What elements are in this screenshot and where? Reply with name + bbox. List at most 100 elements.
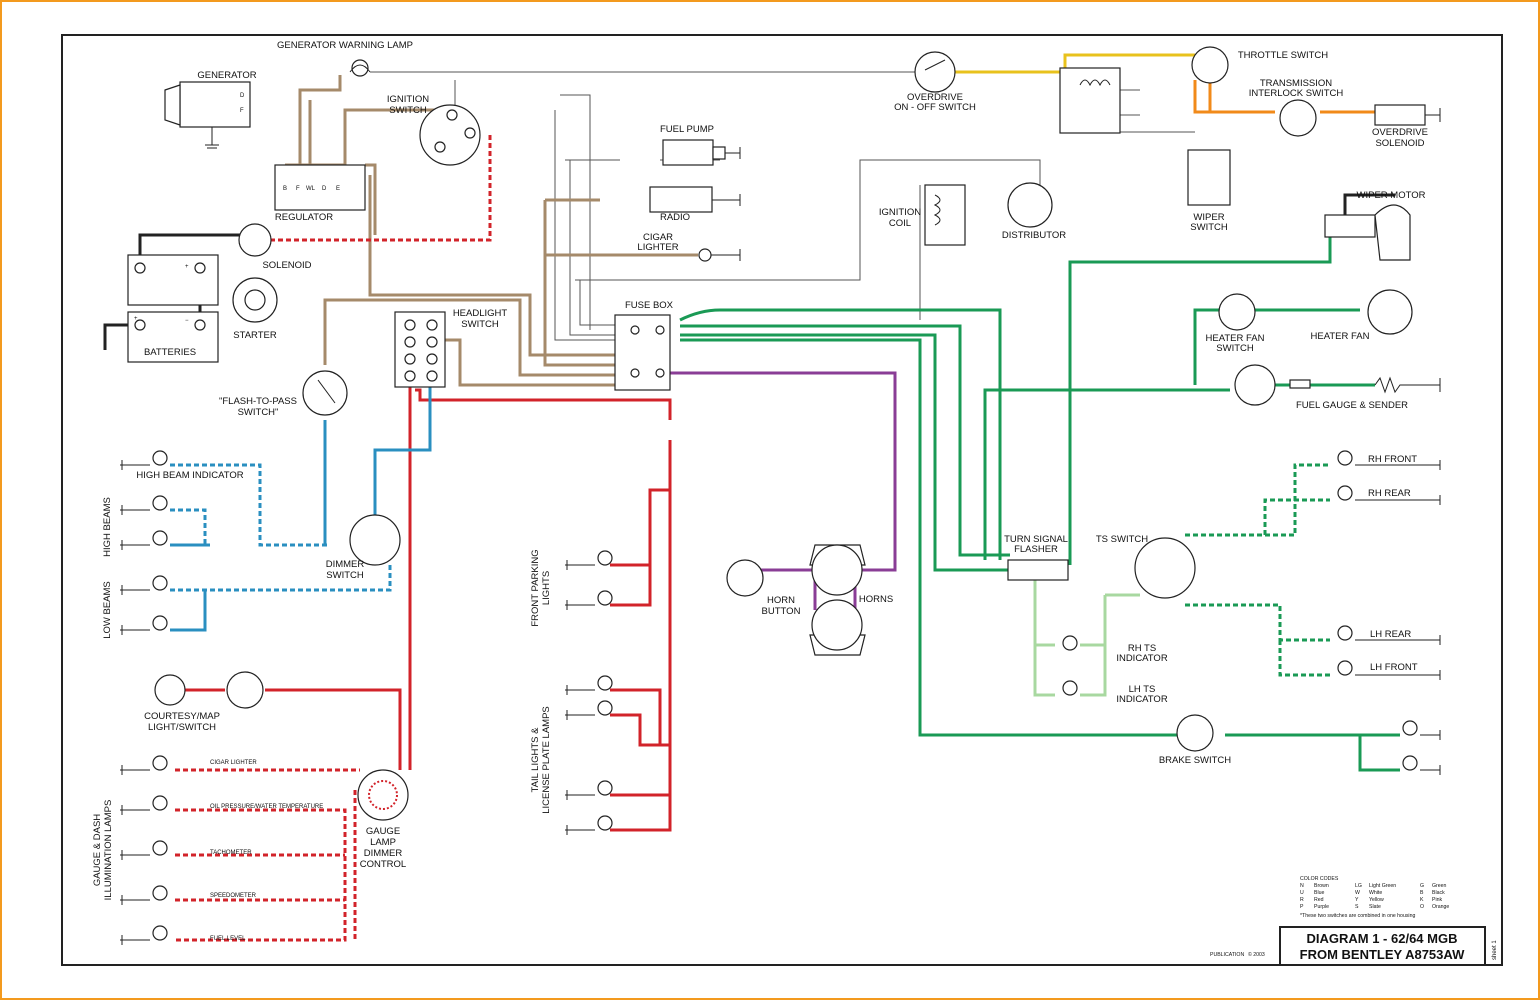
label-gauge-dash-2: ILLUMINATION LAMPS: [103, 800, 114, 901]
color-code-cell: LG: [1355, 883, 1362, 889]
lamp-front-parking-1: [565, 550, 613, 570]
label-wiper-motor: WIPER MOTOR: [1357, 190, 1426, 201]
fuel-gauge: [1234, 364, 1441, 406]
svg-text:B: B: [283, 186, 287, 192]
gauge-lamp-dimmer: [357, 769, 409, 821]
wiper-switch: [1187, 149, 1231, 206]
label-heater-fan: HEATER FAN: [1311, 331, 1370, 342]
svg-text:E: E: [336, 186, 340, 192]
color-code-cell: Pink: [1432, 897, 1442, 903]
lamp-rh-ts-indicator: [1062, 635, 1078, 651]
svg-text:−: −: [185, 318, 189, 324]
color-code-cell: White: [1369, 890, 1382, 896]
ignition-coil: [924, 184, 966, 246]
lamp-tail-3: [565, 780, 613, 800]
brake-switch: [1176, 714, 1214, 752]
blue-wires: [170, 380, 432, 632]
wiper-motor: [1324, 204, 1411, 261]
label-ignition-switch-1: IGNITION: [387, 94, 429, 105]
diagram-title-line2: FROM BENTLEY A8753AW: [1300, 947, 1465, 962]
label-overdrive-switch-1: OVERDRIVE: [907, 92, 963, 103]
label-dimmer-switch-1: DIMMER: [326, 559, 365, 570]
label-tachometer-lamp: TACHOMETER: [210, 850, 252, 856]
sheet-label: sheet 1: [1492, 940, 1498, 960]
label-brake-switch: BRAKE SWITCH: [1159, 755, 1231, 766]
color-code-cell: W: [1355, 890, 1360, 896]
lamp-tail-1: [565, 675, 613, 695]
label-headlight-switch-1: HEADLIGHT: [453, 308, 508, 319]
lamp-rh-front: [1337, 450, 1441, 470]
label-rh-rear: RH REAR: [1368, 488, 1411, 499]
brown-wires: [283, 75, 615, 387]
lamp-lh-ts-indicator: [1062, 680, 1078, 696]
label-fuse-box: FUSE BOX: [625, 300, 674, 311]
color-code-cell: R: [1300, 897, 1304, 903]
color-code-cell: Red: [1314, 897, 1324, 903]
color-code-cell: Purple: [1314, 904, 1329, 910]
label-overdrive-solenoid-2: SOLENOID: [1375, 138, 1424, 149]
label-gauge-lamp-4: CONTROL: [360, 859, 406, 870]
yellow-orange-wires: [955, 53, 1375, 114]
label-rh-ts-indicator-2: INDICATOR: [1116, 653, 1168, 664]
label-gauge-lamp-2: LAMP: [370, 837, 396, 848]
throttle-switch: [1191, 46, 1229, 84]
distributor: [1007, 182, 1053, 228]
color-code-cell: Yellow: [1369, 897, 1384, 903]
label-ignition-coil-2: COIL: [889, 218, 911, 229]
svg-text:WL: WL: [306, 186, 316, 192]
copyright-label: © 2003: [1248, 951, 1265, 958]
label-courtesy-1: COURTESY/MAP: [144, 711, 220, 722]
svg-text:F: F: [240, 108, 244, 114]
label-front-parking-1: FRONT PARKING: [530, 549, 541, 626]
label-heater-fan-switch-2: SWITCH: [1216, 343, 1254, 354]
lamp-lh-rear: [1337, 625, 1441, 645]
svg-text:+: +: [185, 264, 189, 270]
lamps: [120, 450, 1441, 945]
lamp-low-beam-1: [120, 575, 168, 595]
lamp-high-beam-1: [120, 495, 168, 515]
dimmer-switch: [349, 514, 401, 566]
label-tail-lights-2: LICENSE PLATE LAMPS: [541, 706, 552, 814]
label-overdrive-solenoid-1: OVERDRIVE: [1372, 127, 1428, 138]
color-code-cell: U: [1300, 890, 1304, 896]
color-code-cell: B: [1420, 890, 1424, 896]
component-labels: GENERATOR WARNING LAMP GENERATOR IGNITIO…: [92, 40, 1428, 942]
lamp-high-beam-indicator: [120, 450, 168, 470]
color-code-cell: P: [1300, 904, 1304, 910]
label-lh-ts-indicator-1: LH TS: [1129, 684, 1156, 695]
flash-to-pass-switch: [302, 370, 348, 416]
label-ignition-switch-2: SWITCH: [389, 105, 427, 116]
label-lh-front: LH FRONT: [1370, 662, 1418, 673]
lamp-oil-pressure: [120, 795, 168, 815]
label-overdrive-switch-2: ON - OFF SWITCH: [894, 102, 976, 113]
batteries: + + −: [127, 254, 219, 363]
cigar-lighter: [545, 248, 741, 262]
label-gauge-dash-1: GAUGE & DASH: [92, 814, 103, 886]
ignition-switch: [419, 104, 481, 166]
color-code-cell: Light Green: [1369, 883, 1396, 889]
label-gauge-lamp-1: GAUGE: [366, 826, 400, 837]
color-code-cell: Brown: [1314, 883, 1329, 889]
color-code-cell: Y: [1355, 897, 1359, 903]
lamp-front-parking-2: [565, 590, 613, 610]
label-oil-pressure-lamp: OIL PRESSURE/WATER TEMPERATURE: [210, 804, 323, 810]
label-generator-warning-lamp: GENERATOR WARNING LAMP: [277, 40, 413, 51]
label-radio: RADIO: [660, 212, 690, 223]
label-horn-button-2: BUTTON: [762, 606, 801, 617]
overdrive-relay: [1059, 67, 1121, 134]
label-front-parking-2: LIGHTS: [541, 571, 552, 605]
label-horn-button-1: HORN: [767, 595, 795, 606]
label-distributor: DISTRIBUTOR: [1002, 230, 1066, 241]
fuse-box: [614, 314, 671, 391]
label-turn-signal-flasher-1: TURN SIGNAL: [1004, 534, 1068, 545]
label-horns: HORNS: [859, 594, 893, 605]
lamp-tachometer: [120, 840, 168, 860]
fuel-pump: [662, 139, 741, 166]
heater-fan: [1367, 289, 1413, 335]
color-code-cell: O: [1420, 904, 1424, 910]
svg-text:F: F: [296, 186, 300, 192]
generator-warning-lamp: [349, 59, 371, 77]
overdrive-solenoid: [1374, 104, 1441, 126]
color-code-cell: K: [1420, 897, 1424, 903]
